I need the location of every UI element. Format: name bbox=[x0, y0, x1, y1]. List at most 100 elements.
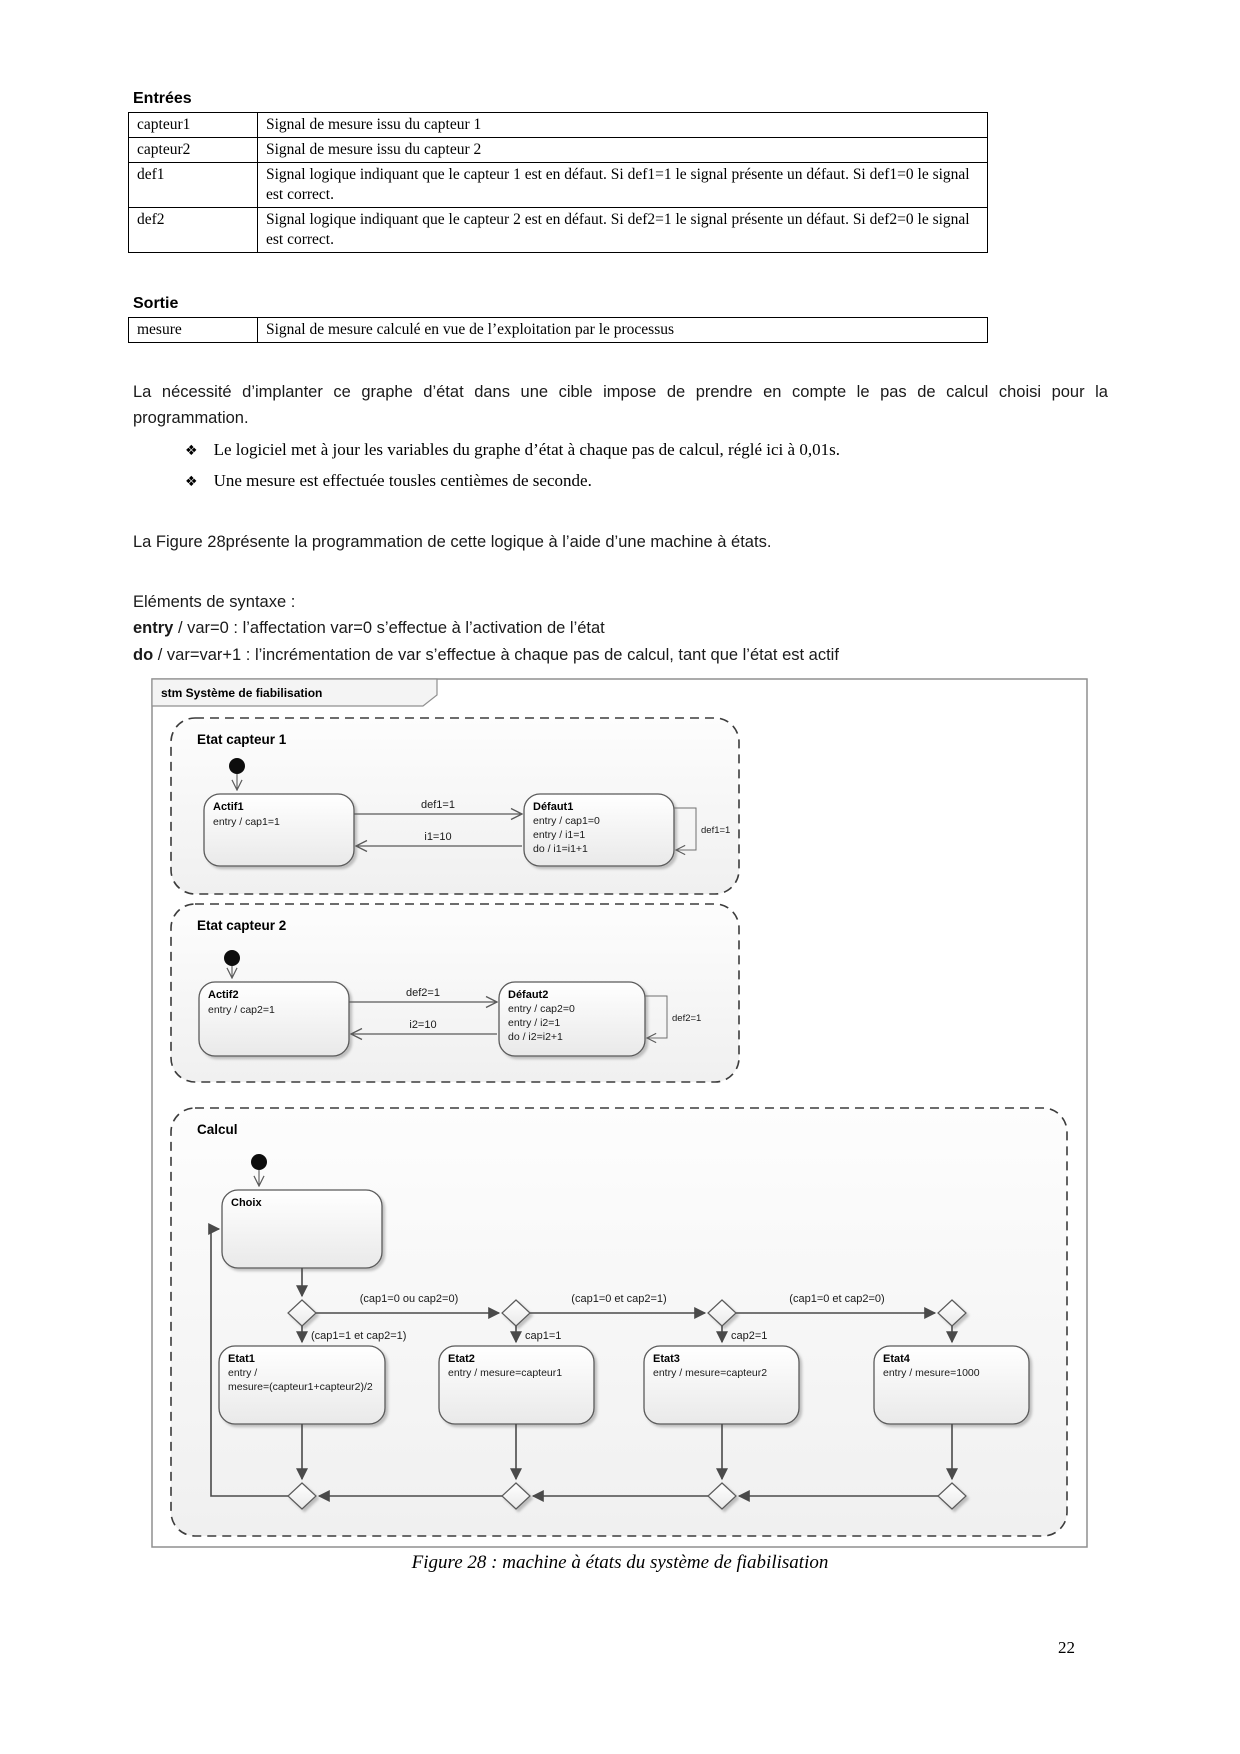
signal-desc: Signal de mesure issu du capteur 1 bbox=[257, 112, 988, 138]
state-actif1: Actif1 entry / cap1=1 bbox=[203, 793, 355, 867]
region-title: Calcul bbox=[197, 1122, 238, 1137]
region-calcul: Calcul Choix (cap1=0 ou cap2=0) (cap1=0 … bbox=[170, 1107, 1068, 1537]
page-number: 22 bbox=[1058, 1638, 1075, 1657]
syntax-do-text: / var=var+1 : l’incrémentation de var s’… bbox=[153, 646, 839, 664]
list-item: ❖ Le logiciel met à jour les variables du… bbox=[185, 435, 1108, 466]
state-defaut1: Défaut1 entry / cap1=0 entry / i1=1 do /… bbox=[523, 793, 675, 867]
state-action: entry / mesure=capteur2 bbox=[653, 1367, 767, 1379]
syntax-entry-line: entry / var=0 : l’affectation var=0 s’ef… bbox=[133, 615, 1108, 642]
signal-name: def1 bbox=[128, 162, 258, 208]
bullet-list: ❖ Le logiciel met à jour les variables du… bbox=[185, 435, 1108, 497]
state-name: Etat3 bbox=[653, 1353, 680, 1365]
state-name: Actif2 bbox=[208, 989, 239, 1001]
region-title: Etat capteur 2 bbox=[197, 918, 286, 933]
entrees-table: capteur1 Signal de mesure issu du capteu… bbox=[128, 112, 988, 253]
state-action: entry / bbox=[228, 1367, 257, 1379]
state-choix: Choix bbox=[221, 1189, 383, 1269]
state-action: do / i1=i1+1 bbox=[533, 843, 588, 855]
guard-label: (cap1=0 ou cap2=0) bbox=[360, 1293, 458, 1305]
signal-desc: Signal logique indiquant que le capteur … bbox=[257, 207, 988, 253]
bullet-text: Une mesure est effectuée tousles centièm… bbox=[213, 471, 592, 490]
text-content: Entrées capteur1 Signal de mesure issu d… bbox=[128, 90, 1108, 669]
initial-state-icon bbox=[251, 1154, 267, 1170]
state-action: entry / mesure=1000 bbox=[883, 1367, 980, 1379]
table-row: def1 Signal logique indiquant que le cap… bbox=[128, 162, 988, 208]
guard-label: (cap1=0 et cap2=0) bbox=[789, 1293, 884, 1305]
transition-label: def1=1 bbox=[421, 799, 455, 811]
state-action: entry / i1=1 bbox=[533, 829, 585, 841]
state-action: do / i2=i2+1 bbox=[508, 1031, 563, 1043]
diagram-tab bbox=[151, 678, 438, 707]
table-row: mesure Signal de mesure calculé en vue d… bbox=[128, 317, 988, 343]
signal-name: capteur1 bbox=[128, 112, 258, 138]
signal-desc: Signal logique indiquant que le capteur … bbox=[257, 162, 988, 208]
merge-diamond bbox=[707, 1482, 737, 1510]
state-name: Choix bbox=[231, 1197, 262, 1209]
state-action: entry / cap2=0 bbox=[508, 1003, 575, 1015]
bullet-text: Le logiciel met à jour les variables du … bbox=[213, 440, 840, 459]
state-etat1: Etat1 entry / mesure=(capteur1+capteur2)… bbox=[218, 1345, 386, 1425]
merge-diamond bbox=[501, 1482, 531, 1510]
signal-desc: Signal de mesure issu du capteur 2 bbox=[257, 137, 988, 163]
transition-label: i1=10 bbox=[424, 831, 451, 843]
state-name: Défaut1 bbox=[533, 801, 573, 813]
syntax-heading: Eléments de syntaxe : bbox=[133, 593, 296, 611]
paragraph-figure-ref: La Figure 28présente la programmation de… bbox=[133, 533, 772, 551]
region-etat-capteur-2: Etat capteur 2 Actif2 entry / cap2=1 Déf… bbox=[170, 903, 740, 1083]
state-name: Actif1 bbox=[213, 801, 244, 813]
diamond-bullet-icon: ❖ bbox=[185, 474, 198, 490]
initial-state-icon bbox=[229, 758, 245, 774]
state-name: Défaut2 bbox=[508, 989, 548, 1001]
region-etat-capteur-1: Etat capteur 1 Actif1 entry / cap1=1 Déf… bbox=[170, 717, 740, 895]
sortie-heading: Sortie bbox=[133, 295, 179, 312]
diagram-tab-label: stm Système de fiabilisation bbox=[161, 686, 322, 700]
transition-merge1-choix bbox=[208, 1223, 288, 1497]
state-machine-diagram: stm Système de fiabilisation Etat capteu… bbox=[151, 678, 1088, 1548]
syntax-do-line: do / var=var+1 : l’incrémentation de var… bbox=[133, 642, 1108, 669]
table-row: capteur1 Signal de mesure issu du capteu… bbox=[128, 112, 988, 138]
state-action: mesure=(capteur1+capteur2)/2 bbox=[228, 1381, 373, 1393]
state-actif2: Actif2 entry / cap2=1 bbox=[198, 981, 350, 1057]
state-action: entry / cap1=1 bbox=[213, 816, 280, 828]
diamond-bullet-icon: ❖ bbox=[185, 443, 198, 459]
state-name: Etat4 bbox=[883, 1353, 911, 1365]
transition-label: i2=10 bbox=[409, 1019, 436, 1031]
state-etat3: Etat3 entry / mesure=capteur2 bbox=[643, 1345, 800, 1425]
signal-name: def2 bbox=[128, 207, 258, 253]
syntax-entry-text: / var=0 : l’affectation var=0 s’effectue… bbox=[173, 619, 605, 637]
state-action: entry / cap2=1 bbox=[208, 1004, 275, 1016]
signal-desc: Signal de mesure calculé en vue de l’exp… bbox=[257, 317, 988, 343]
signal-name: capteur2 bbox=[128, 137, 258, 163]
signal-name: mesure bbox=[128, 317, 258, 343]
syntax-entry-keyword: entry bbox=[133, 619, 174, 637]
self-transition-def2 bbox=[645, 995, 668, 1038]
region-title: Etat capteur 1 bbox=[197, 732, 287, 747]
list-item: ❖ Une mesure est effectuée tousles centiè… bbox=[185, 466, 1108, 497]
sortie-table: mesure Signal de mesure calculé en vue d… bbox=[128, 317, 988, 343]
state-defaut2: Défaut2 entry / cap2=0 entry / i2=1 do /… bbox=[498, 981, 646, 1057]
state-action: entry / mesure=capteur1 bbox=[448, 1367, 562, 1379]
guard-label: (cap1=1 et cap2=1) bbox=[311, 1330, 406, 1342]
self-transition-def1 bbox=[674, 807, 697, 850]
figure-caption: Figure 28 : machine à états du système d… bbox=[411, 1552, 829, 1573]
initial-state-icon bbox=[224, 950, 240, 966]
transition-label: def1=1 bbox=[701, 825, 730, 836]
transition-label: def2=1 bbox=[672, 1013, 701, 1024]
guard-label: cap1=1 bbox=[525, 1330, 561, 1342]
guard-label: (cap1=0 et cap2=1) bbox=[571, 1293, 666, 1305]
state-action: entry / cap1=0 bbox=[533, 815, 600, 827]
state-name: Etat2 bbox=[448, 1353, 475, 1365]
syntax-do-keyword: do bbox=[133, 646, 154, 664]
transition-label: def2=1 bbox=[406, 987, 440, 999]
merge-diamond bbox=[937, 1482, 967, 1510]
table-row: capteur2 Signal de mesure issu du capteu… bbox=[128, 137, 988, 163]
state-etat4: Etat4 entry / mesure=1000 bbox=[873, 1345, 1030, 1425]
state-etat2: Etat2 entry / mesure=capteur1 bbox=[438, 1345, 595, 1425]
guard-label: cap2=1 bbox=[731, 1330, 767, 1342]
merge-diamond bbox=[287, 1482, 317, 1510]
state-action: entry / i2=1 bbox=[508, 1017, 560, 1029]
paragraph-necessite: La nécessité d’implanter ce graphe d’éta… bbox=[133, 383, 1108, 427]
state-name: Etat1 bbox=[228, 1353, 255, 1365]
table-row: def2 Signal logique indiquant que le cap… bbox=[128, 207, 988, 253]
